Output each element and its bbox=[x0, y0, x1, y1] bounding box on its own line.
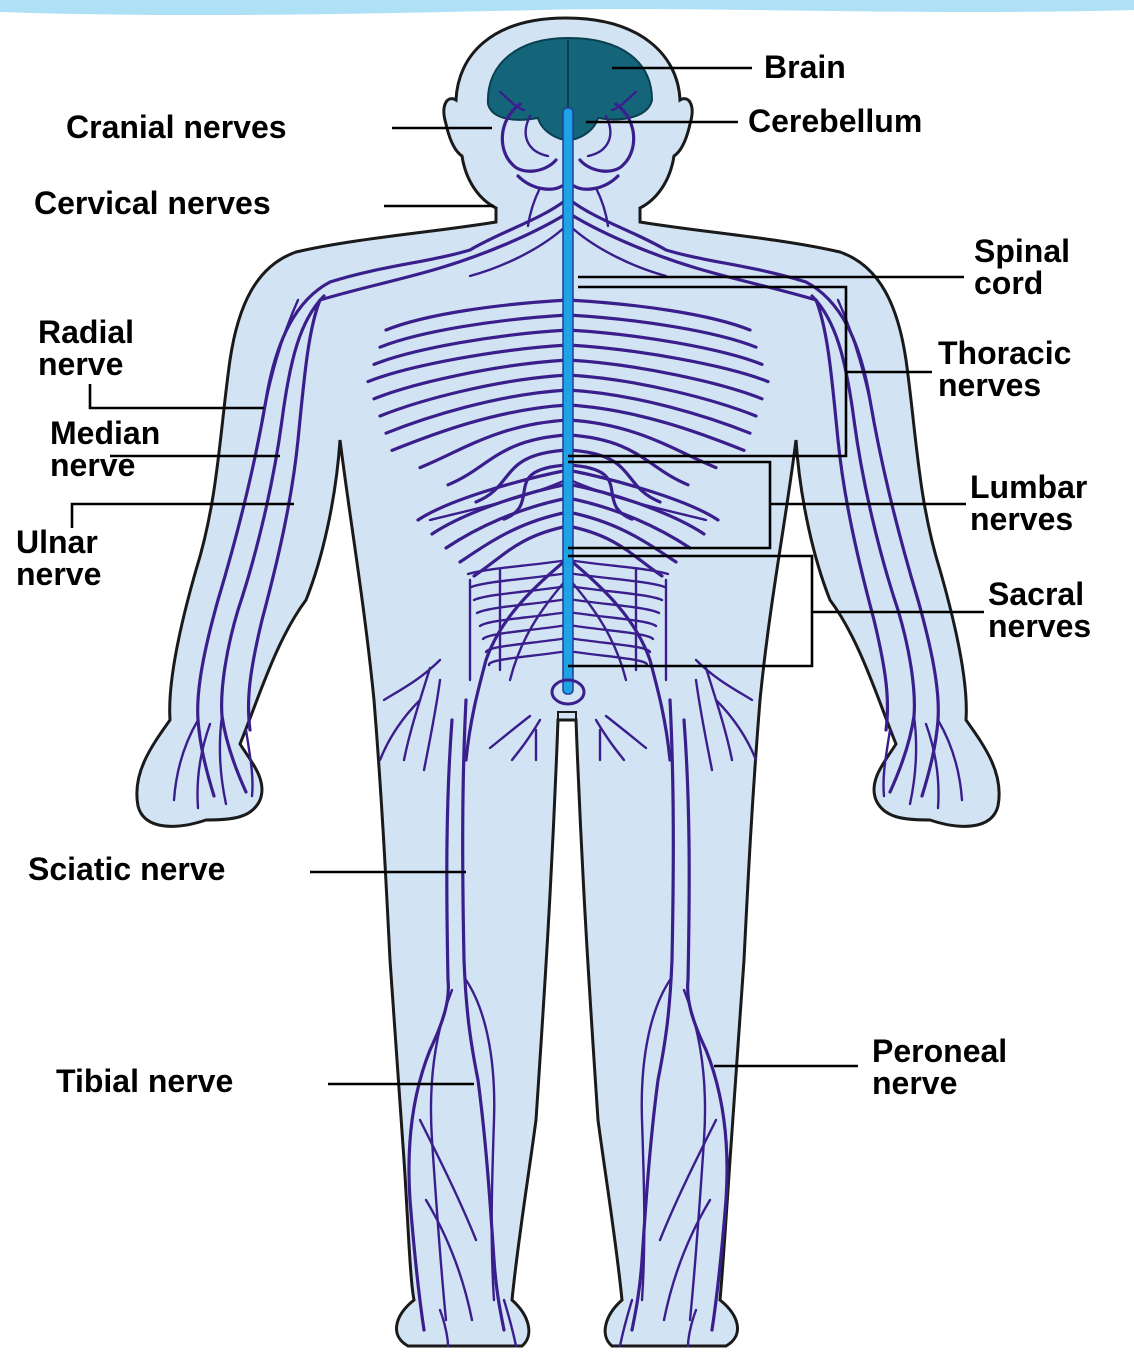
label-thoracic-nerves-line1: Thoracic bbox=[938, 335, 1071, 371]
label-sacral-nerves-line1: Sacral bbox=[988, 576, 1084, 612]
label-brain: Brain bbox=[764, 49, 846, 85]
label-cerebellum: Cerebellum bbox=[748, 103, 922, 139]
label-cervical-nerves: Cervical nerves bbox=[34, 185, 271, 221]
label-lumbar-nerves-line2: nerves bbox=[970, 501, 1073, 537]
label-median-nerve-line2: nerve bbox=[50, 447, 135, 483]
label-spinal-cord-line2: cord bbox=[974, 265, 1043, 301]
label-ulnar-nerve-line1: Ulnar bbox=[16, 524, 98, 560]
label-radial-nerve-line1: Radial bbox=[38, 314, 134, 350]
label-peroneal-nerve-line1: Peroneal bbox=[872, 1033, 1007, 1069]
label-lumbar-nerves-line1: Lumbar bbox=[970, 469, 1087, 505]
label-tibial-nerve: Tibial nerve bbox=[56, 1063, 233, 1099]
label-spinal-cord-line1: Spinal bbox=[974, 233, 1070, 269]
spinal-cord bbox=[563, 108, 573, 694]
label-peroneal-nerve-line2: nerve bbox=[872, 1065, 957, 1101]
top-banner bbox=[0, 0, 1134, 15]
label-sciatic-nerve: Sciatic nerve bbox=[28, 851, 225, 887]
label-ulnar-nerve-line2: nerve bbox=[16, 556, 101, 592]
label-radial-nerve-line2: nerve bbox=[38, 346, 123, 382]
label-sacral-nerves-line2: nerves bbox=[988, 608, 1091, 644]
label-median-nerve-line1: Median bbox=[50, 415, 160, 451]
label-cranial-nerves: Cranial nerves bbox=[66, 109, 287, 145]
label-thoracic-nerves-line2: nerves bbox=[938, 367, 1041, 403]
